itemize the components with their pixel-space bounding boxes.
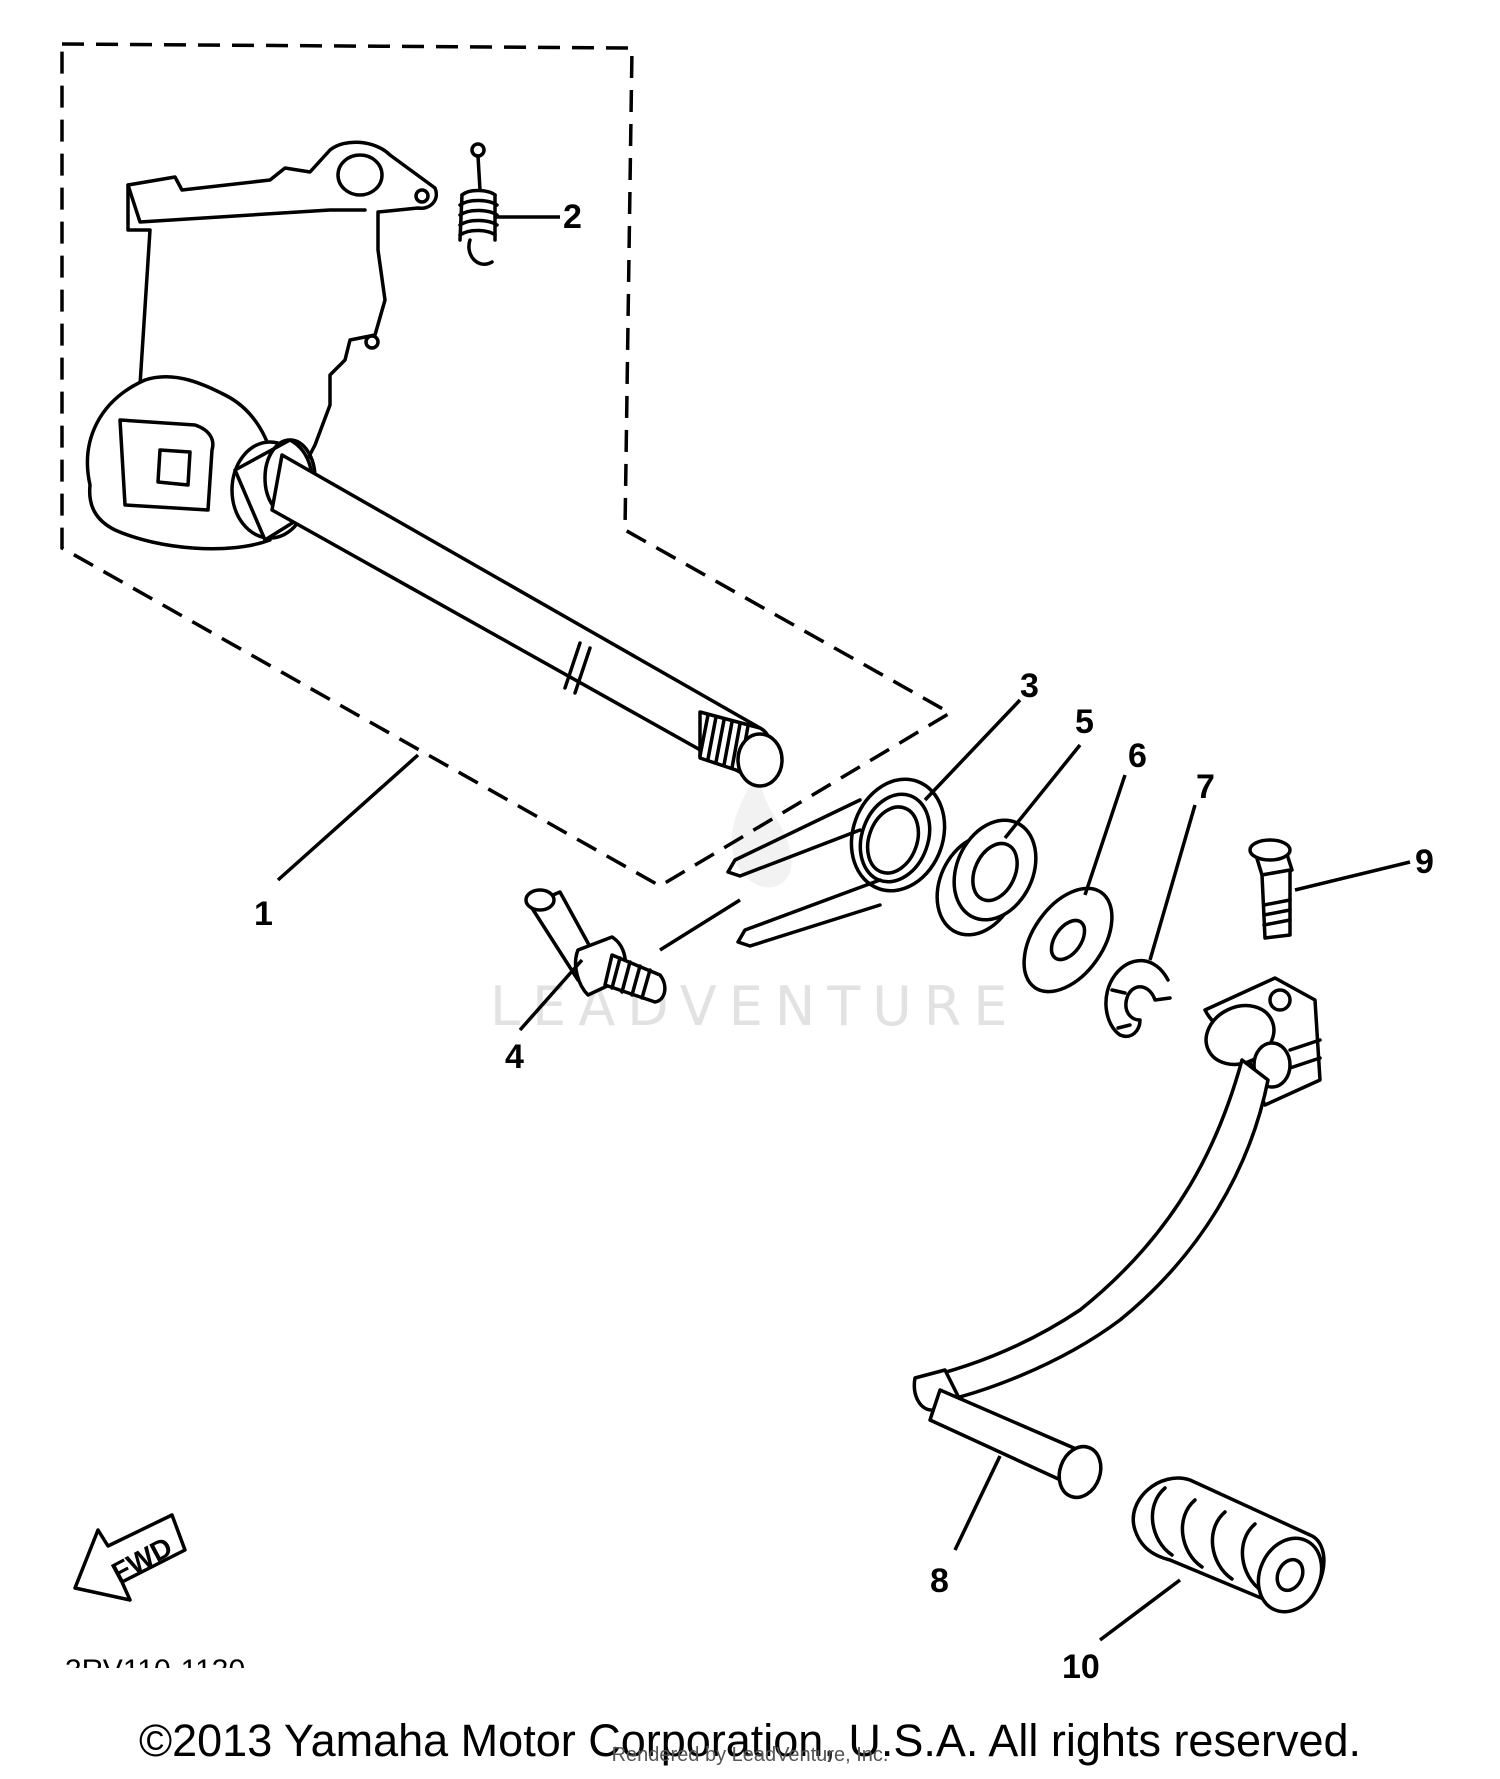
part-shift-pedal [912,976,1322,1500]
callout-6: 6 [1128,737,1147,775]
leader-lines [276,215,1411,1642]
callout-5: 5 [1075,703,1094,741]
watermark-logo [731,770,792,888]
leader-5 [1003,743,1082,840]
copyright-notice: ©2013 Yamaha Motor Corporation, U.S.A. A… [138,1715,1362,1766]
callout-9: 9 [1415,843,1434,881]
callout-1: 1 [254,895,273,933]
callout-10: 10 [1062,1648,1100,1686]
part-bolt [1248,838,1294,940]
part-pedal-rubber [1131,1476,1326,1614]
callout-2: 2 [563,198,582,236]
leader-4 [518,958,584,1032]
watermark-text: LEADVENTURE [490,975,1019,1038]
rendered-by-credit: Rendered by LeadVenture, Inc. [611,1744,889,1766]
fwd-arrow-icon: FWD [73,1513,187,1602]
callout-7: 7 [1196,768,1215,806]
part-spring [458,142,499,266]
leader-4b [659,898,741,952]
part-shift-shaft [85,140,784,788]
part-washer [1022,886,1114,994]
assembly-boundary [60,42,954,889]
leader-8 [953,1455,1002,1551]
part-oil-seal [935,818,1038,937]
callout-3: 3 [1020,667,1039,705]
leader-6 [1083,774,1127,896]
part-torsion-spring [726,777,947,948]
callout-8: 8 [930,1562,949,1600]
leader-7 [1148,804,1197,961]
part-stud-bolt [524,888,667,1004]
callout-4: 4 [505,1038,524,1076]
leader-1 [276,753,420,882]
leader-9 [1294,860,1411,892]
part-circlip [1104,958,1172,1038]
leader-10 [1098,1578,1182,1642]
leader-3 [923,698,1022,802]
